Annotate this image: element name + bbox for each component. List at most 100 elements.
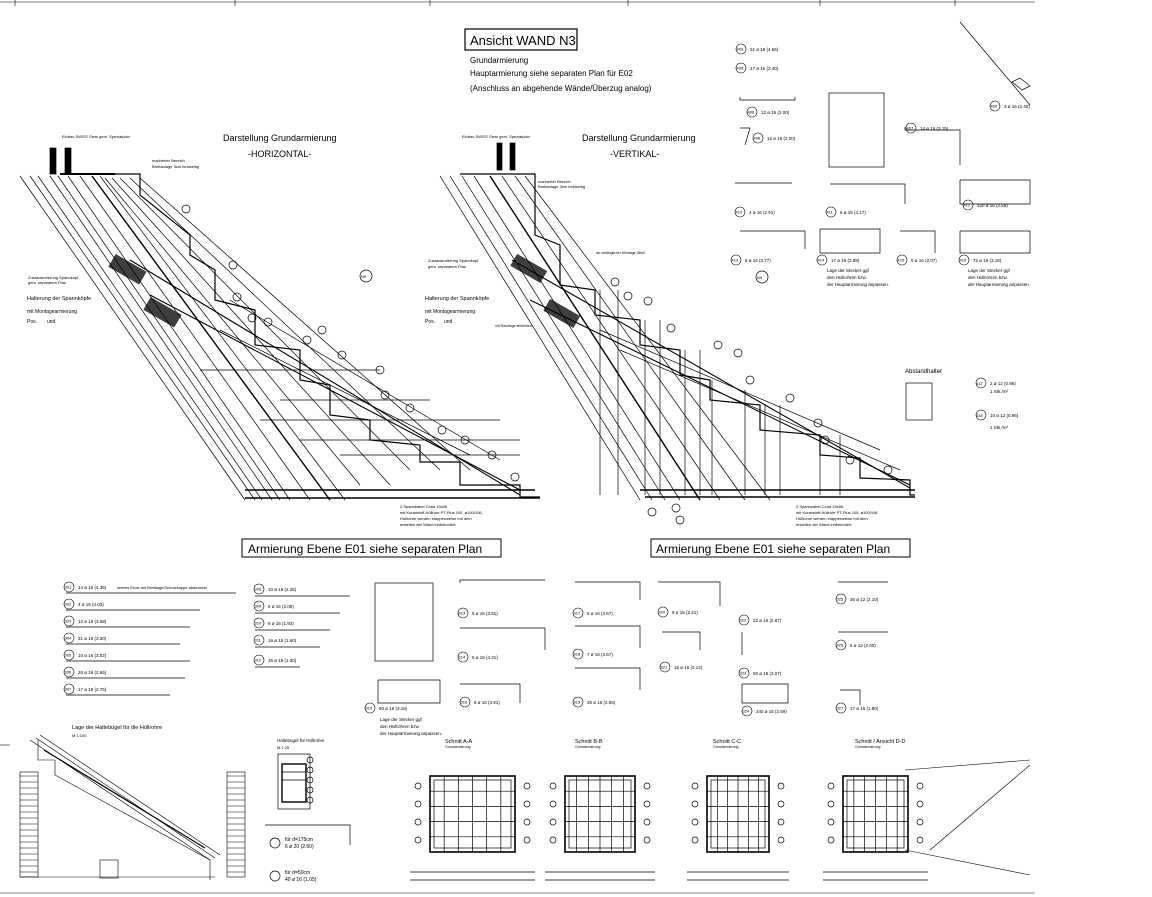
position-number: 409 (991, 104, 998, 109)
position-number: 324 (743, 709, 750, 714)
position-bubble (958, 254, 970, 266)
position-number: 316 (461, 700, 468, 705)
bar-spec: 60 ø 16 (3.18) (379, 706, 408, 711)
position-bubble (63, 683, 75, 695)
position-bubble (253, 654, 265, 666)
position-bubble (63, 615, 75, 627)
right-brett-label: Brettanlage 3cm beidseitig (538, 184, 585, 189)
bar-spec: 35 ø 16 (2.65) (587, 700, 616, 705)
position-number: 410 (736, 210, 743, 215)
position-bubble (730, 254, 742, 266)
position-number: 406 (748, 110, 755, 115)
position-number: 306 (65, 670, 72, 675)
sections-group (410, 759, 1031, 881)
abstand-2: 10 ø 12 (0.96) (990, 413, 1019, 418)
right-montage-label: mit Montagearmierung (425, 309, 475, 315)
position-bubble (253, 583, 265, 595)
left-zusatz2-label: gem. separatem Plan (28, 280, 66, 285)
position-number: 312 (255, 658, 262, 663)
bar-spec: 31 ø 16 (3.30) (78, 636, 107, 641)
section-aa-sub: Grundarmierung (445, 745, 471, 749)
bars-bottom-left-group: 301 14 ø 16 (4.35) oberes Ende mit Brettla… (63, 581, 236, 696)
bar-spec: 14 ø 16 (4.35) (78, 585, 107, 590)
haltebuegel-scale: M 1:100 (72, 733, 87, 738)
position-bubble (738, 614, 750, 626)
haltebuegel-ticks (20, 775, 245, 873)
position-number: 301 (65, 585, 72, 590)
right-und-label: und (444, 319, 453, 325)
position-number: 325 (837, 597, 844, 602)
note-stecker-b2: den Hüllrohren bzw. (968, 275, 1008, 280)
position-bubble (738, 667, 750, 679)
section-cc-title: Schnitt C-C (713, 739, 741, 745)
right-rand-label: mit Randlage einbinden (495, 324, 532, 328)
position-bubble (459, 696, 471, 708)
right-zusatz-label: Zusatzarmierung Spannkopf (428, 258, 479, 263)
position-number: 415 (898, 258, 905, 263)
ebene-right: Armierung Ebene E01 siehe separaten Plan (656, 542, 890, 556)
bar-spec: 9 ø 16 (2.41) (672, 610, 698, 615)
dd-guide-line (904, 759, 1031, 771)
section-aa (410, 775, 535, 881)
fuer-1: für d=175cm (285, 837, 313, 843)
section-dd (823, 775, 928, 881)
position-bubble (63, 581, 75, 593)
right-einbau-label: Einbau SWGS Gewi gem. Spezialplan (462, 134, 530, 139)
left-cable-3: Hüllrohre werden etappenweise mit dem (400, 516, 472, 521)
position-bubble (572, 696, 584, 708)
right-pos-label: Pos. (425, 319, 435, 325)
position-bubble (989, 100, 1001, 112)
position-number: 322 (740, 618, 747, 623)
ebene-left: Armierung Ebene E01 siehe separaten Plan (248, 542, 482, 556)
left-cable-2: mit Kunststoff-Hüllrohr PT-Plus 100, ø10… (400, 510, 483, 515)
right-cable-1: 2 Spannkabel Cona 19x06 (796, 504, 844, 509)
bar-spec: 6 ø 16 (1.93) (268, 621, 294, 626)
abstand-2b: 1 Stk./m² (990, 425, 1009, 430)
fuer-2: für d=50cm (285, 870, 310, 876)
position-bubble (63, 666, 75, 678)
position-number: 309 (255, 604, 262, 609)
left-marker: N9 (361, 274, 367, 279)
bar-spec: 22 ø 16 (2.87) (753, 618, 782, 623)
bar-spec: 17 ø 16 (1.80) (850, 706, 879, 711)
right-elevation (439, 142, 915, 525)
section-cc (687, 775, 789, 881)
sheet-title: Ansicht WAND N3 (470, 33, 576, 48)
bar-spec: 15 ø 16 (2.12) (674, 665, 703, 670)
bar-spec: 16 ø 16 (1.30) (268, 658, 297, 663)
note-stecker-3: der Hauptarmierung anpassen. (827, 282, 889, 287)
position-bubble (752, 132, 764, 144)
position-number: 303 (65, 619, 72, 624)
position-bubble (896, 254, 908, 266)
position-number: 412 (964, 203, 971, 208)
position-bubble (741, 705, 753, 717)
bar-spec: 10 ø 16 (2.25) (268, 587, 297, 592)
haltebuegel-title: Lage der Haltebügel für die Hüllrohre (72, 725, 162, 731)
right-cable-4: erstellen der Wand einbetoniert (796, 522, 852, 527)
bar-note: oberes Ende mit Brettlage/Schutzkappe ab… (117, 585, 207, 590)
bar-spec: 6 ø 16 (4.17) (840, 210, 866, 215)
position-number: 320 (659, 610, 666, 615)
note-stecker-2: den Hüllrohren bzw. (827, 275, 867, 280)
note-stecker-c2: den Hüllrohren bzw. (380, 724, 420, 729)
position-bubble (734, 206, 746, 218)
position-number: 314 (459, 655, 466, 660)
bar-spec: 5 ø 16 (3.91) (474, 700, 500, 705)
position-number: 413 (732, 258, 739, 263)
bar-spec: 14 ø 16 (3.15) (920, 126, 949, 131)
section-dd-title: Schnitt / Ansicht D-D (855, 739, 905, 745)
abstand-1b: 1 Stk./m² (990, 389, 1009, 394)
position-bubble (835, 702, 847, 714)
right-halterung-label: Halterung der Spannköpfe (425, 296, 489, 302)
left-halterung-label: Halterung der Spannköpfe (27, 296, 91, 302)
position-number: 327 (837, 706, 844, 711)
position-number: 326 (837, 643, 844, 648)
bar-spec: 6 ø 16 (3.77) (745, 258, 771, 263)
section-dd-sub: Grundarmierung (855, 745, 881, 749)
right-zusatz2-label: gem. separatem Plan (428, 264, 466, 269)
position-bubble (825, 206, 837, 218)
position-bubble (457, 651, 469, 663)
note-stecker-c1: Lage der Stecker ggf (380, 717, 423, 722)
